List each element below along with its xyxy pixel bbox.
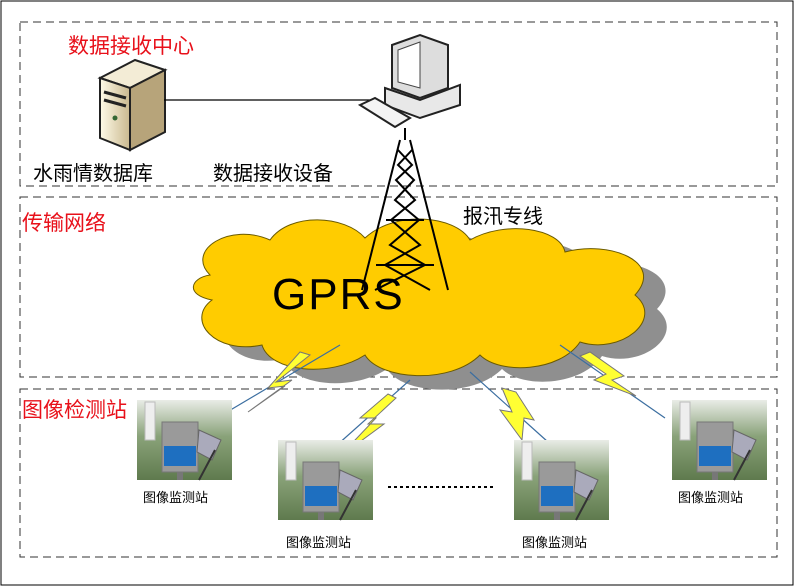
server-icon [97,58,168,152]
database-label: 水雨情数据库 [33,161,153,185]
center-section-title: 数据接收中心 [68,34,194,58]
station-label-1: 图像监测站 [143,491,209,506]
station-label-3: 图像监测站 [522,536,588,551]
stations-section-title: 图像检测站 [22,398,127,422]
tower-icon [361,128,449,291]
gprs-cloud [192,218,667,390]
station-photo-4 [671,399,768,481]
lightning-bolts [247,351,637,459]
station-label-4: 图像监测站 [678,491,744,506]
station-label-2: 图像监测站 [286,536,352,551]
center-section-border [19,21,778,187]
station-photo-1 [136,399,233,481]
station-photo-2 [277,439,374,521]
network-section-title: 传输网络 [22,211,106,235]
line-label: 报汛专线 [463,204,543,228]
computer-icon [357,33,461,129]
receiver-label: 数据接收设备 [213,161,333,185]
station-photo-3 [513,439,610,521]
gprs-label: GPRS [272,270,405,319]
stations-section-border [19,388,778,558]
